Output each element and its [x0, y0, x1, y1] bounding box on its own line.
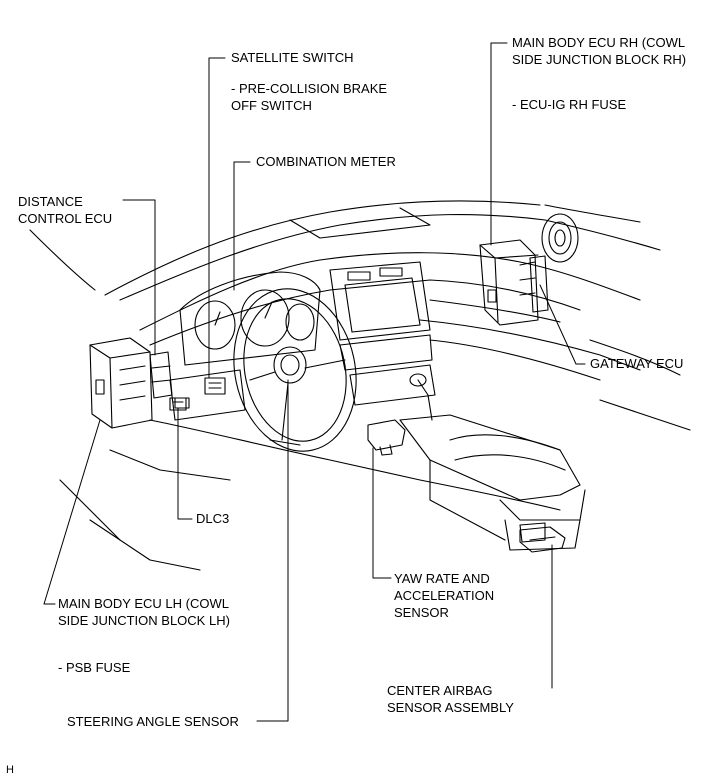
right-door-panel: [589, 339, 691, 431]
label-dlc3: DLC3: [196, 510, 229, 527]
label-line: MAIN BODY ECU RH (COWL: [512, 35, 686, 50]
center-display: [329, 261, 436, 406]
label-yaw-rate-acceleration-sensor: YAW RATE AND ACCELERATION SENSOR: [394, 570, 494, 621]
label-steering-angle-sensor: STEERING ANGLE SENSOR: [67, 713, 239, 730]
main-body-ecu-rh-unit: [479, 239, 539, 326]
label-line: DLC3: [196, 511, 230, 526]
label-line: SIDE JUNCTION BLOCK RH): [512, 52, 687, 67]
label-line: SENSOR ASSEMBLY: [387, 700, 514, 715]
right-vent: [541, 213, 579, 263]
label-line: CENTER AIRBAG: [387, 683, 493, 698]
label-line: CONTROL ECU: [18, 211, 113, 226]
label-line: H: [6, 764, 14, 776]
label-line: - ECU-IG RH FUSE: [512, 97, 627, 112]
label-pre-collision-brake-off-switch: - PRE-COLLISION BRAKE OFF SWITCH: [231, 80, 387, 114]
label-combination-meter: COMBINATION METER: [256, 153, 396, 170]
label-distance-control-ecu: DISTANCE CONTROL ECU: [18, 193, 112, 227]
label-line: STEERING ANGLE SENSOR: [67, 714, 239, 729]
label-line: MAIN BODY ECU LH (COWL: [58, 596, 229, 611]
lower-dash: [59, 369, 561, 571]
label-line: SIDE JUNCTION BLOCK LH): [58, 613, 230, 628]
label-line: - PRE-COLLISION BRAKE: [231, 81, 388, 96]
satellite-switch-unit: [204, 377, 226, 395]
center-airbag-sensor-unit: [519, 526, 566, 553]
label-line: SATELLITE SWITCH: [231, 50, 354, 65]
label-ecu-ig-rh-fuse: - ECU-IG RH FUSE: [512, 96, 626, 113]
label-line: COMBINATION METER: [256, 154, 396, 169]
corner-code: H: [6, 762, 14, 779]
label-line: YAW RATE AND: [394, 571, 490, 586]
label-satellite-switch: SATELLITE SWITCH: [231, 49, 354, 66]
dashboard-body: [139, 252, 641, 381]
center-console: [399, 373, 586, 551]
steering-wheel: [233, 288, 357, 452]
label-line: SENSOR: [394, 605, 449, 620]
label-line: OFF SWITCH: [231, 98, 312, 113]
label-line: ACCELERATION: [394, 588, 495, 603]
distance-control-ecu-unit: [149, 351, 173, 399]
meter-cluster: [179, 271, 321, 366]
label-gateway-ecu: GATEWAY ECU: [590, 355, 683, 372]
label-main-body-ecu-rh: MAIN BODY ECU RH (COWL SIDE JUNCTION BLO…: [512, 34, 686, 68]
yaw-rate-sensor-unit: [367, 419, 406, 456]
label-psb-fuse: - PSB FUSE: [58, 659, 130, 676]
main-body-ecu-lh-unit: [89, 337, 153, 429]
gateway-ecu-unit: [529, 255, 549, 313]
windshield-outline: [29, 200, 661, 301]
label-line: - PSB FUSE: [58, 660, 131, 675]
label-line: DISTANCE: [18, 194, 83, 209]
leader-lines: [43, 42, 586, 722]
label-center-airbag-sensor-assembly: CENTER AIRBAG SENSOR ASSEMBLY: [387, 682, 514, 716]
label-line: GATEWAY ECU: [590, 356, 684, 371]
label-main-body-ecu-lh: MAIN BODY ECU LH (COWL SIDE JUNCTION BLO…: [58, 595, 230, 629]
